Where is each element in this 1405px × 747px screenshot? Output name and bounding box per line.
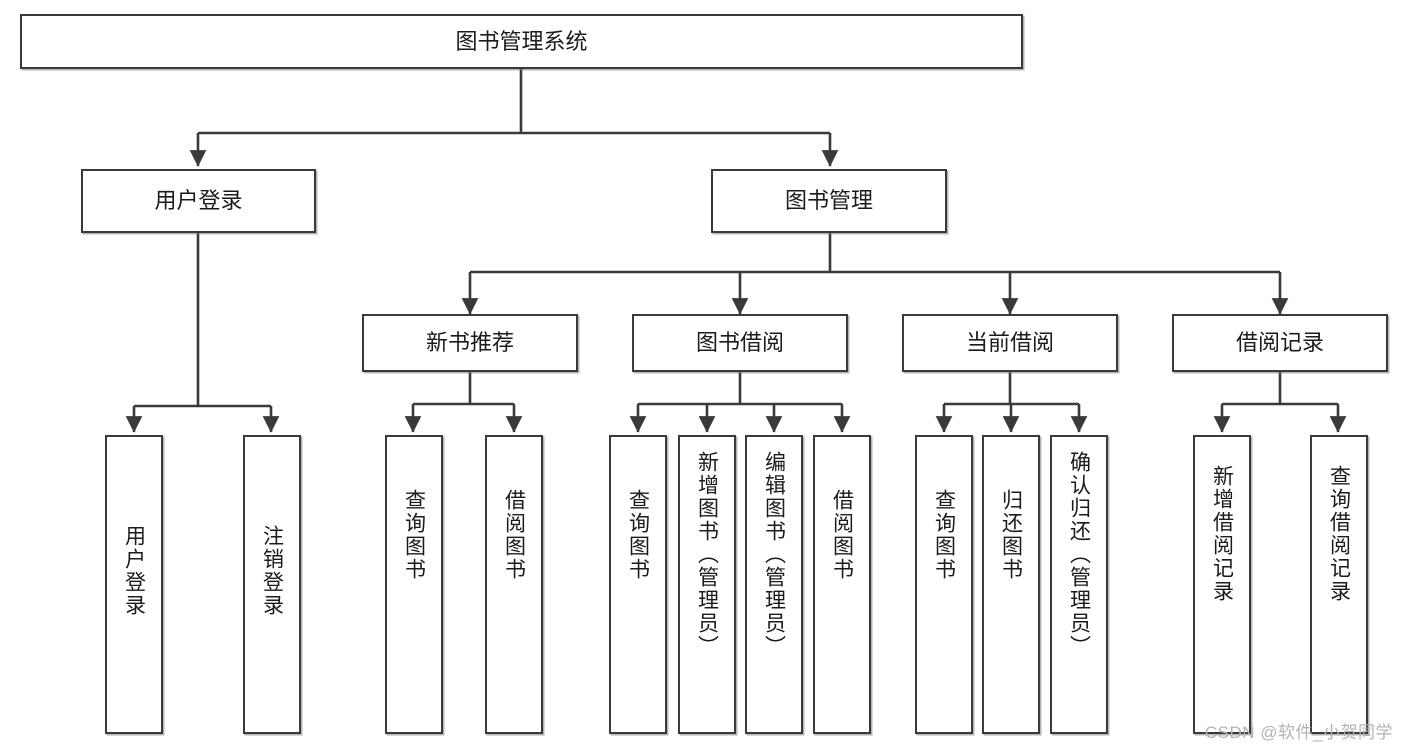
node-user-login-label: 用户登录 (154, 188, 243, 214)
node-leaf-query-record-label: 查询借阅记录 (1327, 465, 1351, 603)
node-leaf-query-record[interactable]: 查询借阅记录 (1310, 435, 1368, 734)
node-leaf-return-book[interactable]: 归还图书 (982, 435, 1040, 734)
node-leaf-logout-login[interactable]: 注销登录 (243, 435, 301, 734)
node-leaf-logout-login-label: 注销登录 (260, 525, 284, 617)
node-leaf-edit-book[interactable]: 编辑图书（管理员） (745, 435, 803, 734)
node-new-book-recommend[interactable]: 新书推荐 (362, 314, 578, 372)
node-leaf-add-book[interactable]: 新增图书（管理员） (678, 435, 736, 734)
node-book-borrow[interactable]: 图书借阅 (632, 314, 848, 372)
node-leaf-edit-book-label: 编辑图书（管理员） (762, 451, 786, 658)
node-new-book-recommend-label: 新书推荐 (425, 330, 514, 356)
node-borrow-record[interactable]: 借阅记录 (1172, 314, 1388, 372)
node-leaf-query-book-2-label: 查询图书 (626, 489, 650, 581)
node-leaf-query-book-1-label: 查询图书 (402, 489, 426, 581)
node-leaf-confirm-return-label: 确认归还（管理员） (1067, 451, 1091, 658)
node-leaf-query-book-2[interactable]: 查询图书 (609, 435, 667, 734)
node-leaf-borrow-book-2-label: 借阅图书 (830, 489, 854, 581)
node-book-management[interactable]: 图书管理 (711, 169, 947, 233)
node-current-borrow-label: 当前借阅 (965, 330, 1054, 356)
node-leaf-query-book-1[interactable]: 查询图书 (385, 435, 443, 734)
node-user-login[interactable]: 用户登录 (81, 169, 316, 233)
node-leaf-add-book-label: 新增图书（管理员） (695, 451, 719, 658)
node-leaf-query-book-3[interactable]: 查询图书 (915, 435, 973, 734)
node-book-borrow-label: 图书借阅 (695, 330, 784, 356)
watermark-text: CSDN @软件_小贺同学 (1204, 723, 1393, 742)
node-leaf-confirm-return[interactable]: 确认归还（管理员） (1050, 435, 1108, 734)
node-leaf-borrow-book-2[interactable]: 借阅图书 (813, 435, 871, 734)
node-root[interactable]: 图书管理系统 (20, 14, 1023, 69)
node-current-borrow[interactable]: 当前借阅 (902, 314, 1118, 372)
node-book-management-label: 图书管理 (784, 188, 873, 214)
node-leaf-add-record[interactable]: 新增借阅记录 (1193, 435, 1251, 734)
node-leaf-borrow-book-1-label: 借阅图书 (502, 489, 526, 581)
node-borrow-record-label: 借阅记录 (1235, 330, 1324, 356)
node-leaf-user-login[interactable]: 用户登录 (105, 435, 163, 734)
node-leaf-borrow-book-1[interactable]: 借阅图书 (485, 435, 543, 734)
node-leaf-return-book-label: 归还图书 (999, 489, 1023, 581)
node-leaf-user-login-label: 用户登录 (122, 525, 146, 617)
node-root-label: 图书管理系统 (455, 28, 588, 54)
node-leaf-add-record-label: 新增借阅记录 (1210, 465, 1234, 603)
node-leaf-query-book-3-label: 查询图书 (932, 489, 956, 581)
